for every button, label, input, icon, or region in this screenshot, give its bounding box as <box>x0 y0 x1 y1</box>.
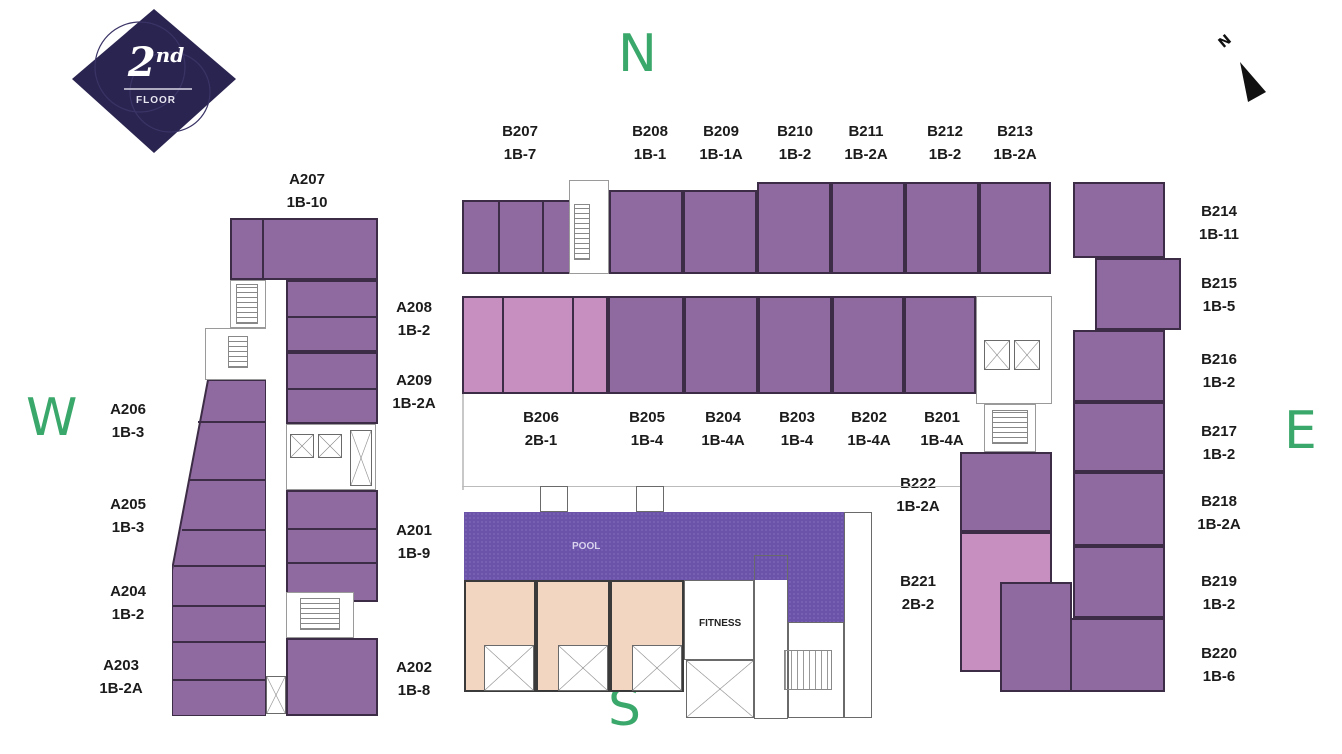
unit-b217[interactable] <box>1073 402 1165 472</box>
unit-b205[interactable] <box>608 296 684 394</box>
unit-b202[interactable] <box>832 296 904 394</box>
svg-text:N: N <box>1216 32 1235 52</box>
unit-b218[interactable] <box>1073 472 1165 546</box>
floor-number: 2 <box>127 39 156 86</box>
unit-b201[interactable] <box>904 296 976 394</box>
unit-b211[interactable] <box>831 182 905 274</box>
unit-b219[interactable] <box>1073 546 1165 618</box>
compass-east: E <box>1284 401 1317 461</box>
unit-a201[interactable] <box>286 490 378 602</box>
fitness-room[interactable] <box>684 580 754 660</box>
unit-b209[interactable] <box>683 190 757 274</box>
unit-b222[interactable] <box>960 452 1052 532</box>
pool-label: POOL <box>572 541 601 552</box>
unit-a202[interactable] <box>286 638 378 716</box>
unit-b212[interactable] <box>905 182 979 274</box>
floor-badge-diamond-icon <box>72 9 236 153</box>
unit-a206[interactable] <box>202 380 266 480</box>
west-wing-a <box>171 379 267 717</box>
fitness-label: FITNESS <box>699 618 742 629</box>
unit-b203[interactable] <box>758 296 832 394</box>
floor-label: FLOOR <box>136 95 176 106</box>
unit-b216[interactable] <box>1073 330 1165 402</box>
floor-badge: 2nd FLOOR <box>70 7 238 155</box>
compass-north: N <box>618 24 657 84</box>
unit-b214[interactable] <box>1073 182 1165 258</box>
unit-a207[interactable] <box>230 218 378 280</box>
unit-a204[interactable] <box>172 566 266 642</box>
unit-b208[interactable] <box>609 190 683 274</box>
corridor-b <box>555 274 1085 296</box>
north-arrow-icon: N <box>1216 32 1266 102</box>
compass-west: W <box>26 388 78 448</box>
north-arrow: N <box>1210 26 1274 106</box>
unit-b213[interactable] <box>979 182 1051 274</box>
corridor-a <box>266 292 286 716</box>
unit-b207[interactable] <box>462 200 572 274</box>
unit-b215[interactable] <box>1095 258 1181 330</box>
unit-a203[interactable] <box>172 642 266 716</box>
unit-b210[interactable] <box>757 182 831 274</box>
unit-a205[interactable] <box>186 480 266 566</box>
floor-suffix: nd <box>155 43 185 67</box>
unit-b206[interactable] <box>462 296 608 394</box>
pool-area <box>464 512 844 580</box>
unit-b204[interactable] <box>684 296 758 394</box>
